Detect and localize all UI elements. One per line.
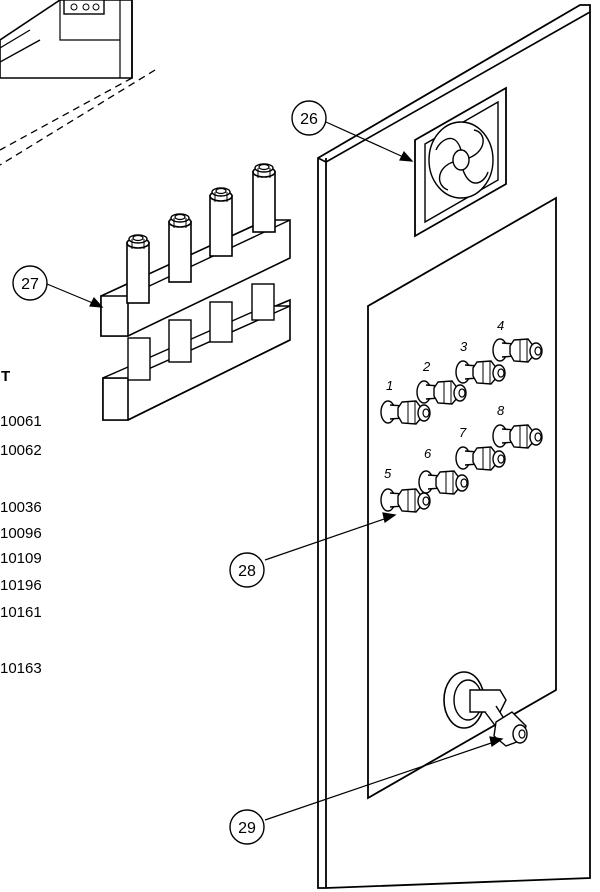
callout-29: 29 <box>229 809 265 845</box>
part-number: 10096 <box>0 525 42 542</box>
part-number: 10109 <box>0 550 42 567</box>
part-number: 10062 <box>0 442 42 459</box>
part-number: 10161 <box>0 604 42 621</box>
callout-26: 26 <box>291 100 327 136</box>
part-number: 10163 <box>0 660 42 677</box>
fan <box>414 86 507 238</box>
enclosure-fragment <box>0 0 156 166</box>
svg-text:28: 28 <box>238 563 256 580</box>
callout-27: 27 <box>12 265 48 301</box>
leader-lines <box>46 121 504 821</box>
fitting-label-3: 3 <box>460 339 468 354</box>
part-number: 10196 <box>0 577 42 594</box>
part-number: 10036 <box>0 499 42 516</box>
svg-text:27: 27 <box>21 276 39 293</box>
fitting-label-8: 8 <box>497 403 505 418</box>
callout-28: 28 <box>229 552 265 588</box>
part-number: 10061 <box>0 413 42 430</box>
fitting-number-labels: 1 2 3 4 5 6 7 8 <box>384 318 505 481</box>
terminal-block-assembly <box>100 163 291 421</box>
fitting-label-5: 5 <box>384 466 392 481</box>
fitting-label-4: 4 <box>497 318 504 333</box>
fitting-label-2: 2 <box>422 359 431 374</box>
fitting-label-1: 1 <box>386 378 393 393</box>
fitting-label-7: 7 <box>459 425 467 440</box>
svg-text:26: 26 <box>300 111 318 128</box>
bulkhead-fitting <box>443 671 528 747</box>
svg-text:29: 29 <box>238 820 256 837</box>
fitting-label-6: 6 <box>424 446 432 461</box>
parts-list-header-fragment: T <box>1 368 11 385</box>
